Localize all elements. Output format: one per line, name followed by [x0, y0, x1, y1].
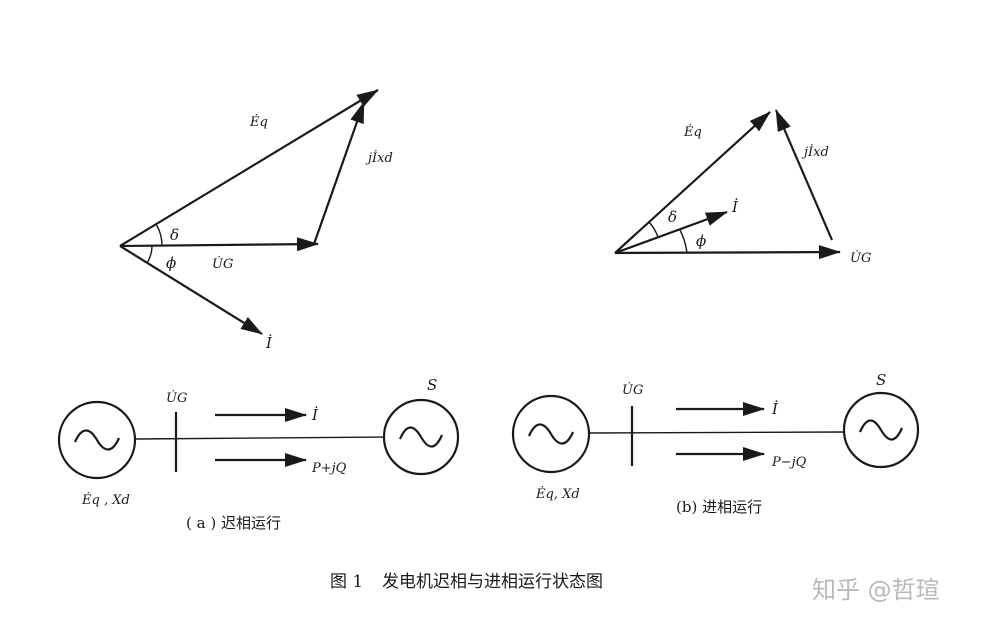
phasor-diagram-a: Ėq jİxd δ ϕ U̇G İ: [119, 89, 393, 352]
transmission-line-a: [134, 436, 386, 440]
sine-wave-icon: [527, 423, 575, 445]
generator-symbol-a: [57, 400, 137, 480]
label-delta-a: δ: [170, 226, 179, 244]
label-phi-b: ϕ: [696, 232, 706, 250]
label-eq-b: Ėq: [683, 123, 702, 140]
phasor-i-a: [119, 245, 263, 335]
phasor-eq-b: [614, 111, 771, 254]
label-i-b: İ: [731, 198, 739, 216]
label-i-a: İ: [265, 334, 273, 352]
figure-title: 发电机迟相与进相运行状态图: [382, 572, 603, 592]
angle-delta-arc-b: [648, 221, 659, 238]
sine-wave-icon: [398, 426, 444, 448]
angle-delta-arc-a: [155, 223, 163, 247]
phasor-jixd-b: [774, 109, 834, 241]
label-ug-circuit-a: U̇G: [166, 390, 187, 406]
label-jixd-a: jİxd: [365, 149, 393, 166]
label-gen-b: Ėq, Xd: [535, 485, 580, 502]
phasor-jixd-a: [312, 101, 366, 245]
system-symbol-b: [842, 391, 920, 469]
phasor-diagram-b: Ėq jİxd δ ϕ İ U̇G: [614, 109, 871, 266]
label-eq-a: Ėq: [249, 113, 268, 130]
label-ug-b: U̇G: [850, 250, 871, 266]
sine-wave-icon: [73, 429, 121, 451]
label-ug-a: U̇G: [212, 256, 233, 272]
sine-wave-icon: [858, 419, 904, 441]
watermark: 知乎 @哲瑄: [812, 576, 940, 604]
label-s-b: S: [876, 371, 886, 389]
caption-b: (b) 进相运行: [676, 498, 762, 516]
figure-number: 图 1: [330, 572, 363, 592]
system-symbol-a: [382, 398, 460, 476]
label-phi-a: ϕ: [166, 254, 176, 272]
angle-phi-arc-a: [146, 245, 153, 264]
circuit-a: U̇G İ P+jQ S Ėq , Xd ( a ) 迟相运行: [57, 376, 460, 532]
label-jixd-b: jİxd: [801, 143, 829, 160]
label-ug-circuit-b: U̇G: [622, 382, 643, 398]
transmission-line-b: [588, 431, 846, 434]
caption-a: ( a ) 迟相运行: [186, 514, 281, 532]
circuit-b: U̇G İ P−jQ S Ėq, Xd (b) 进相运行: [511, 371, 920, 516]
label-i-circuit-a: İ: [311, 406, 319, 424]
phasor-ug-a: [119, 237, 319, 252]
label-power-a: P+jQ: [311, 461, 347, 476]
phasor-ug-b: [614, 245, 841, 260]
label-gen-a: Ėq , Xd: [81, 491, 130, 508]
label-s-a: S: [427, 376, 437, 394]
phasor-i-b: [614, 210, 728, 255]
label-i-circuit-b: İ: [771, 400, 779, 418]
label-delta-b: δ: [668, 208, 677, 226]
label-power-b: P−jQ: [771, 455, 807, 470]
phasor-eq-a: [119, 89, 379, 247]
angle-phi-arc-b: [679, 229, 688, 254]
generator-symbol-b: [511, 394, 591, 474]
